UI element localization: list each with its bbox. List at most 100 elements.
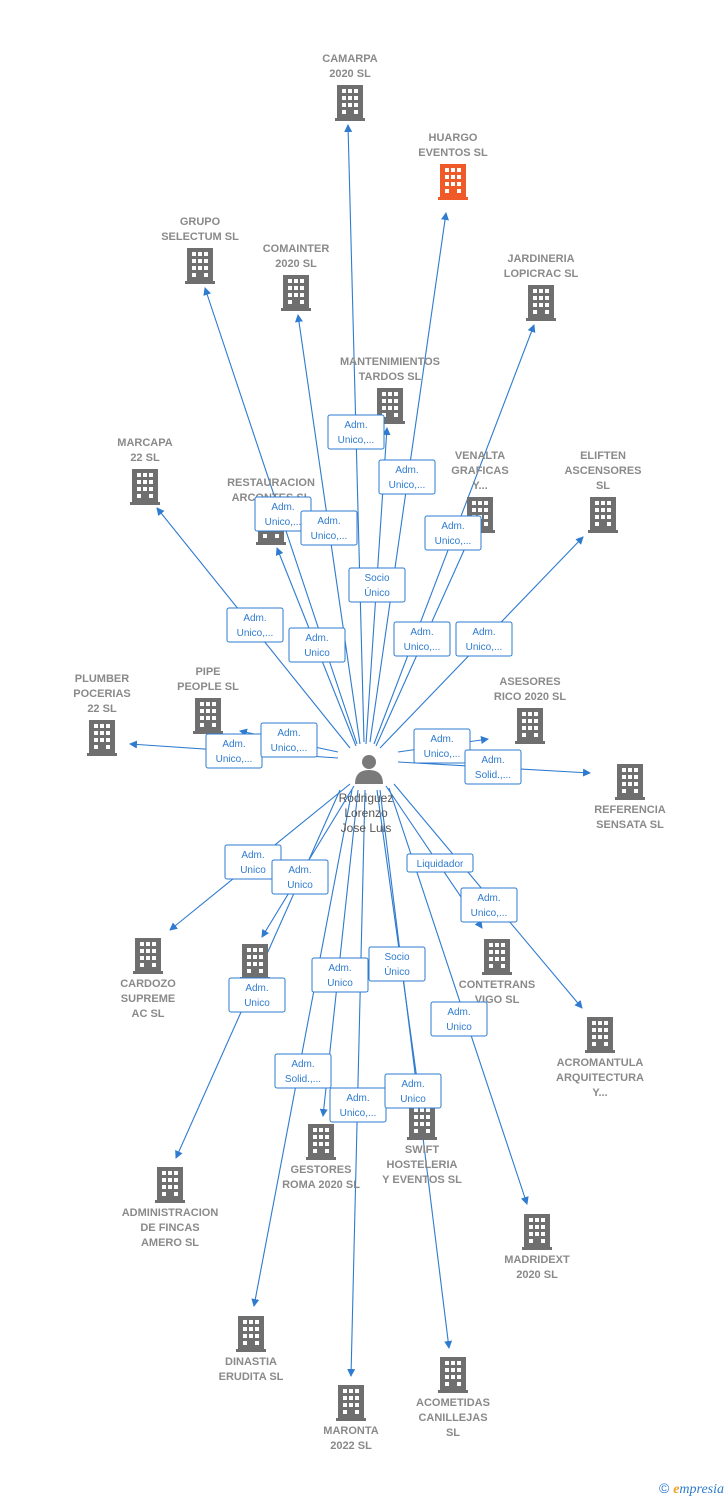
role-badge-jardineria[interactable]: Adm.Unico,...: [424, 515, 482, 551]
role-badge-huargo[interactable]: Adm.Unico,...: [378, 459, 436, 495]
company-name-line: SL: [446, 1427, 460, 1439]
role-badge-plumber[interactable]: Adm.Unico,...: [205, 733, 263, 769]
role-badge-acromantula[interactable]: Adm.Unico,...: [460, 887, 518, 923]
role-text: Adm.: [288, 865, 311, 876]
company-name-line: ACROMANTULA: [557, 1057, 644, 1069]
role-badge-madridext[interactable]: Adm.Unico: [430, 1001, 488, 1037]
building-icon: [482, 939, 512, 975]
person-name-line: Jose Luis: [341, 821, 392, 835]
role-badge-contetrans[interactable]: Liquidador: [406, 853, 474, 873]
company-node-venalta[interactable]: VENALTAGRAFICASY...: [451, 450, 509, 533]
role-text: Unico: [304, 648, 330, 659]
role-badge-eliften[interactable]: Adm.Unico,...: [455, 621, 513, 657]
company-name-line: SELECTUM SL: [161, 231, 239, 243]
role-text: Adm.: [395, 465, 418, 476]
role-text: Adm.: [305, 633, 328, 644]
role-badge-camarpa[interactable]: Adm.Unico,...: [327, 414, 385, 450]
company-node-acromantula[interactable]: ACROMANTULAARQUITECTURAY...: [556, 1017, 644, 1099]
company-name-line: MARCAPA: [117, 437, 172, 449]
company-node-grupo-selectum[interactable]: GRUPO SELECTUM SL: [161, 216, 239, 284]
role-text: Unico: [240, 865, 266, 876]
role-text: Único: [384, 965, 410, 978]
role-text: Unico,...: [340, 1108, 377, 1119]
role-text: Unico,...: [424, 749, 461, 760]
role-badge-grupo-selectum[interactable]: Adm.Unico,...: [254, 496, 312, 532]
role-badge-gestores-roma[interactable]: Adm.Unico: [311, 957, 369, 993]
company-name-line: RESTAURACION: [227, 477, 315, 489]
edge-maronta: [347, 789, 366, 1377]
role-badge-box: [271, 859, 329, 895]
company-name-line: 2020 SL: [329, 68, 371, 80]
role-text: Liquidador: [417, 859, 464, 870]
role-badge-dinastia[interactable]: Adm.Solid.,...: [274, 1053, 332, 1089]
company-name-line: EVENTOS SL: [418, 147, 488, 159]
company-name-line: CONTETRANS: [459, 979, 535, 991]
role-badge-box: [424, 515, 482, 551]
company-node-maronta[interactable]: MARONTA 2022 SL: [323, 1385, 379, 1452]
role-badge-comainter[interactable]: Adm.Unico,...: [300, 510, 358, 546]
company-name-line: VENALTA: [455, 450, 505, 462]
role-badge-administracion[interactable]: Adm.Unico: [228, 977, 286, 1013]
role-text: Unico,...: [271, 743, 308, 754]
role-text: Único: [364, 586, 390, 599]
company-name-line: MADRIDEXT: [504, 1254, 570, 1266]
role-text: Unico: [244, 998, 270, 1009]
company-name-line: AC SL: [132, 1008, 165, 1020]
role-badge-referencia[interactable]: Adm.Solid.,...: [464, 749, 522, 785]
company-name-line: SWIFT: [405, 1144, 439, 1156]
company-name-line: Y...: [592, 1087, 607, 1099]
person-icon: [355, 755, 383, 784]
company-name-line: ACOMETIDAS: [416, 1397, 490, 1409]
company-name-line: MARONTA: [323, 1425, 378, 1437]
brand-logo: empresia: [673, 1482, 724, 1497]
company-name-line: GRUPO: [180, 216, 221, 228]
role-text: Solid.,...: [285, 1074, 321, 1085]
role-badge-box: [260, 722, 318, 758]
role-badge-restauracion[interactable]: Adm. Unico: [288, 627, 346, 663]
company-name-line: LOPICRAC SL: [504, 268, 579, 280]
building-icon: [236, 1316, 266, 1352]
role-text: Unico: [400, 1094, 426, 1105]
role-badge-pipe-people[interactable]: Adm. Unico,...: [260, 722, 318, 758]
role-badge-marcapa[interactable]: Adm.Unico,...: [226, 607, 284, 643]
brand-initial: e: [673, 1482, 680, 1497]
role-badge-acometidas[interactable]: Adm.Unico: [384, 1073, 442, 1109]
company-name-line: TARDOS SL: [359, 371, 422, 383]
role-badge-box: [455, 621, 513, 657]
company-name-line: PEOPLE SL: [177, 681, 239, 693]
role-text: Adm.: [277, 728, 300, 739]
building-icon: [522, 1214, 552, 1250]
edge-swift: [376, 789, 423, 1095]
role-badge-asesores-rico[interactable]: Adm.Unico,...: [413, 728, 471, 764]
company-name-line: 2022 SL: [330, 1440, 372, 1452]
role-badge-maronta[interactable]: Adm.Unico,...: [329, 1087, 387, 1123]
role-badge-nortes[interactable]: Adm.Unico: [271, 859, 329, 895]
edge-dinastia: [251, 789, 353, 1307]
building-icon: [306, 1124, 336, 1160]
role-badge-venalta[interactable]: Adm.Unico,...: [393, 621, 451, 657]
role-badge-box: [327, 414, 385, 450]
